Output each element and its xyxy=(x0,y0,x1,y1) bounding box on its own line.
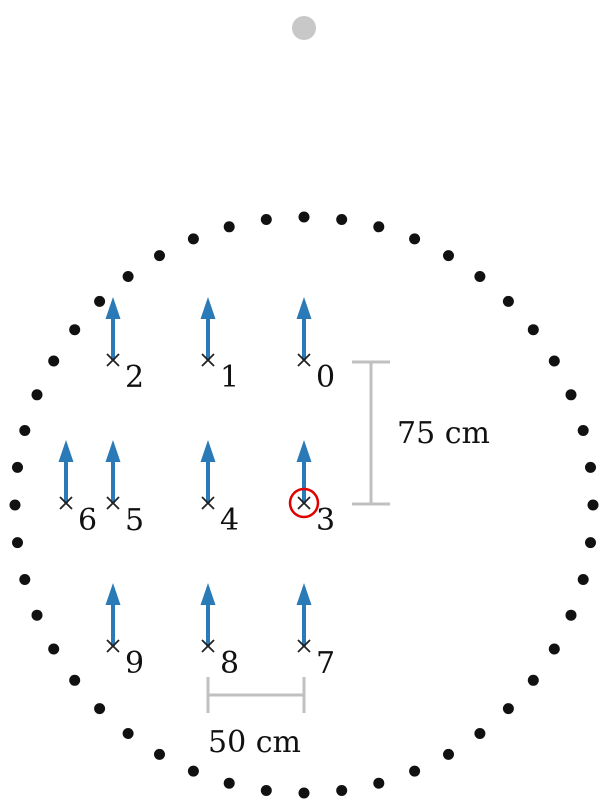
up-arrow-icon xyxy=(105,583,121,605)
ring-dot xyxy=(69,674,81,686)
cross-mark-icon xyxy=(297,496,311,510)
position-label: 9 xyxy=(125,646,144,681)
ring-dot xyxy=(474,271,486,282)
ring-dot xyxy=(9,499,21,511)
position-label: 0 xyxy=(316,360,335,395)
ring-dot xyxy=(122,728,134,739)
ring-dot xyxy=(48,643,60,655)
position-label: 8 xyxy=(220,646,239,681)
ring-dot xyxy=(565,389,577,401)
ring-dot xyxy=(443,250,454,262)
ring-dot xyxy=(336,214,348,225)
position-5: 5 xyxy=(105,440,144,538)
ring-dot xyxy=(587,499,599,511)
ring-dot xyxy=(409,233,421,245)
ring-dot xyxy=(474,728,486,739)
position-label: 5 xyxy=(125,503,144,538)
up-arrow-icon xyxy=(200,440,216,462)
position-grid: 0 1 2 3 4 56 7 8 9 xyxy=(58,297,335,681)
ring-dot xyxy=(48,355,60,367)
ring-dot xyxy=(19,574,31,585)
ring-dot xyxy=(336,785,348,796)
up-arrow-icon xyxy=(105,297,121,319)
ring-dot xyxy=(154,250,165,262)
ring-dot xyxy=(373,777,385,789)
cross-mark-icon xyxy=(106,496,120,510)
ring-dot xyxy=(577,574,589,585)
vertical-scale-bar: 75 cm xyxy=(352,360,490,506)
position-label: 2 xyxy=(125,360,144,395)
ring-dot xyxy=(187,233,199,245)
ring-dot xyxy=(409,765,421,777)
ring-dot xyxy=(187,765,199,777)
vertical-scale-label: 75 cm xyxy=(397,416,490,451)
ring-dot xyxy=(373,221,385,233)
dotted-ring xyxy=(9,211,599,799)
ring-dot xyxy=(19,425,31,436)
ring-dot xyxy=(31,609,43,621)
position-7: 7 xyxy=(296,583,335,681)
position-4: 4 xyxy=(200,440,239,538)
cross-mark-icon xyxy=(201,353,215,367)
cross-mark-icon xyxy=(106,639,120,653)
up-arrow-icon xyxy=(58,440,74,462)
position-label: 1 xyxy=(220,360,239,395)
ring-dot xyxy=(122,271,134,282)
up-arrow-icon xyxy=(200,297,216,319)
cross-mark-icon xyxy=(59,496,73,510)
ring-dot xyxy=(260,214,272,225)
highlight-circle xyxy=(288,487,320,519)
ring-dot xyxy=(548,643,560,655)
ring-dot xyxy=(443,748,454,760)
up-arrow-icon xyxy=(296,440,312,462)
horizontal-scale-label: 50 cm xyxy=(208,725,301,760)
up-arrow-icon xyxy=(200,583,216,605)
ring-dot xyxy=(12,537,23,549)
position-8: 8 xyxy=(200,583,239,681)
up-arrow-icon xyxy=(105,440,121,462)
ring-dot xyxy=(94,703,106,715)
ring-dot xyxy=(577,425,589,436)
position-3: 3 xyxy=(288,440,335,538)
ring-dot xyxy=(502,295,514,307)
ring-dot xyxy=(548,355,560,367)
position-label: 7 xyxy=(316,646,335,681)
ring-dot xyxy=(502,703,514,715)
ring-dot xyxy=(94,295,106,307)
position-label: 3 xyxy=(316,503,335,538)
ring-dot xyxy=(223,221,235,233)
position-label: 6 xyxy=(78,503,97,538)
ring-dot xyxy=(31,389,43,401)
ring-dot xyxy=(565,609,577,621)
ring-dot xyxy=(585,461,596,473)
ring-dot xyxy=(585,537,596,549)
position-1: 1 xyxy=(200,297,239,395)
position-2: 2 xyxy=(105,297,144,395)
ring-dot xyxy=(527,674,539,686)
ring-dot xyxy=(69,324,81,336)
top-marker-dot xyxy=(292,16,316,40)
horizontal-scale-bar: 50 cm xyxy=(206,677,306,760)
ring-dot xyxy=(12,461,23,473)
ring-dot xyxy=(298,787,310,799)
position-6: 6 xyxy=(58,440,97,538)
up-arrow-icon xyxy=(296,583,312,605)
ring-dot xyxy=(223,777,235,789)
ring-dot xyxy=(527,324,539,336)
ring-dot xyxy=(260,785,272,796)
position-label: 4 xyxy=(220,503,239,538)
ring-dot xyxy=(154,748,165,760)
ring-dot xyxy=(298,211,310,223)
cross-mark-icon xyxy=(201,496,215,510)
cross-mark-icon xyxy=(297,353,311,367)
position-0: 0 xyxy=(296,297,335,395)
cross-mark-icon xyxy=(201,639,215,653)
position-9: 9 xyxy=(105,583,144,681)
up-arrow-icon xyxy=(296,297,312,319)
cross-mark-icon xyxy=(106,353,120,367)
cross-mark-icon xyxy=(297,639,311,653)
